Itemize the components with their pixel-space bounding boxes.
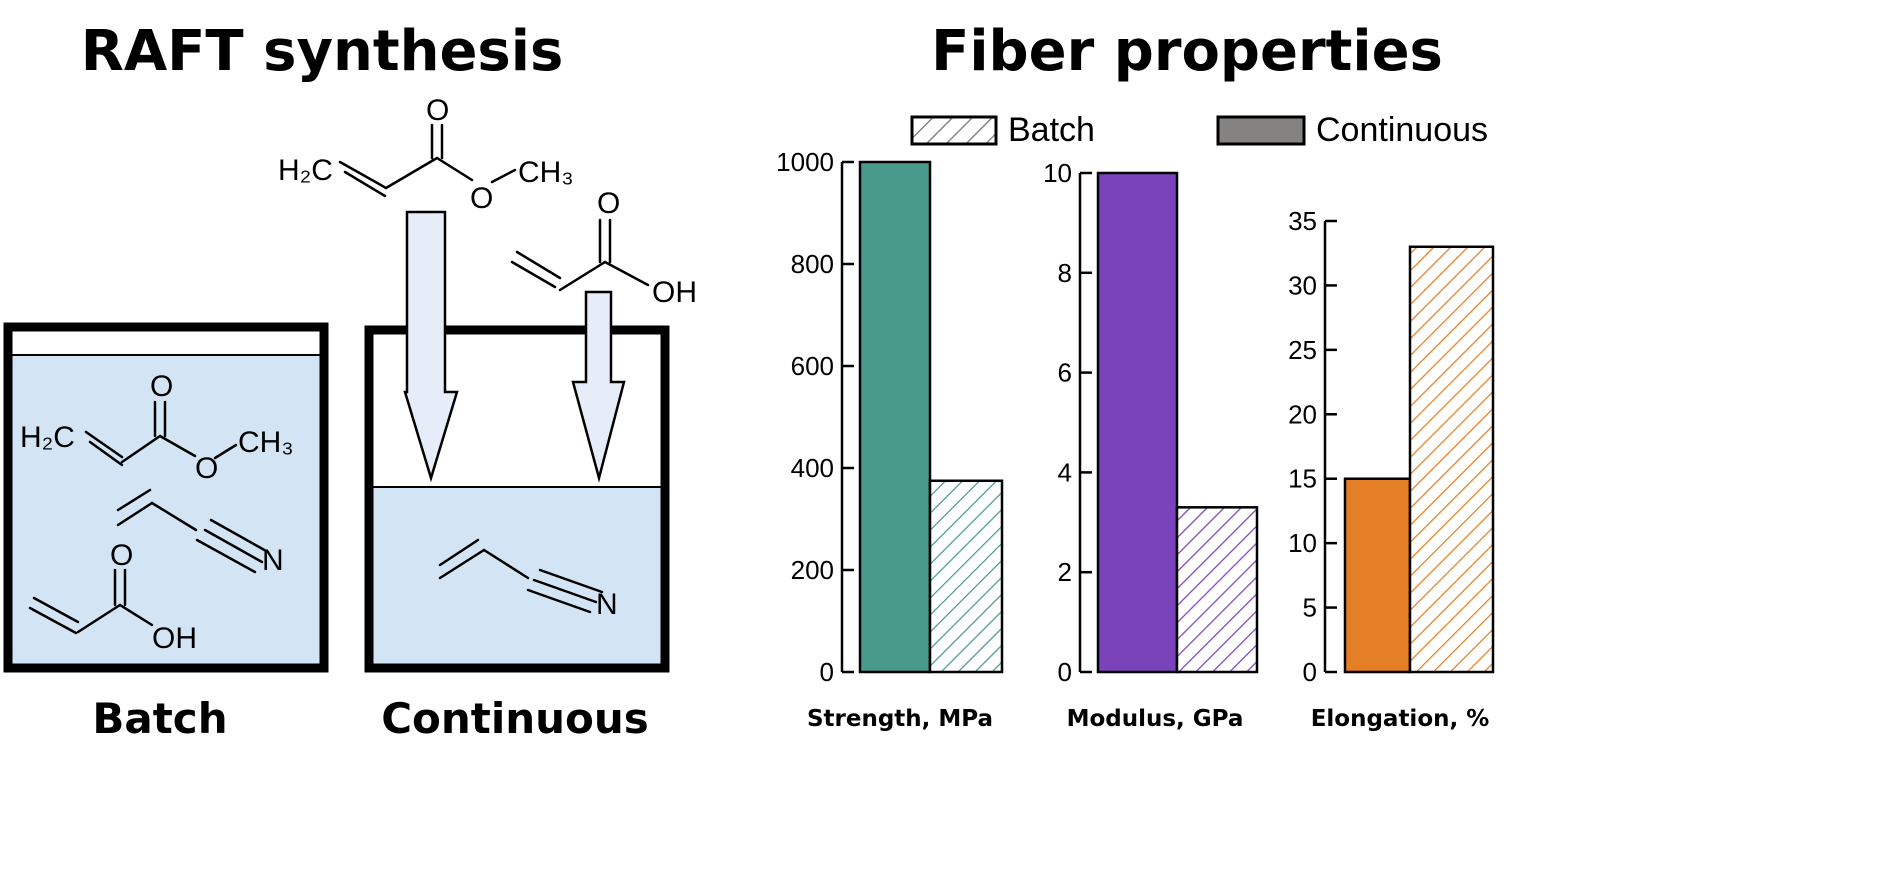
y-tick-label: 0 — [1303, 657, 1317, 687]
y-tick-label: 400 — [791, 453, 834, 483]
legend-swatch-batch — [910, 115, 998, 146]
atom-o: O — [110, 539, 133, 572]
y-tick-label: 200 — [791, 555, 834, 585]
feed-arrow-acrylic-acid — [571, 290, 626, 483]
batch-label: Batch — [92, 694, 227, 743]
legend-swatch-continuous — [1216, 115, 1306, 146]
atom-o: O — [597, 187, 620, 220]
bar-batch — [1175, 506, 1259, 674]
bar-continuous — [1096, 171, 1179, 674]
batch-reactor: H₂C O O CH₃ N O OH — [3, 322, 329, 673]
legend-label-continuous: Continuous — [1316, 111, 1488, 149]
y-tick-label: 10 — [1288, 528, 1317, 558]
y-tick-label: 35 — [1288, 206, 1317, 236]
continuous-reactor: N — [364, 325, 670, 673]
feed-arrow-methyl-acrylate — [403, 210, 459, 483]
y-tick-label: 800 — [791, 249, 834, 279]
y-tick-label: 30 — [1288, 270, 1317, 300]
atom-oh: OH — [652, 276, 697, 309]
y-tick-label: 10 — [1043, 158, 1072, 188]
acrylic-acid-top: O OH — [510, 187, 697, 309]
methyl-acrylate-top: H₂C O O CH₃ — [278, 94, 574, 215]
atom-h2c: H₂C — [278, 154, 333, 187]
y-tick-label: 25 — [1288, 335, 1317, 365]
legend: Batch Continuous — [910, 111, 1488, 149]
atom-oh: OH — [152, 622, 197, 655]
atom-o: O — [470, 182, 493, 215]
x-axis-label: Elongation, % — [1311, 706, 1490, 732]
fiber-properties-title: Fiber properties — [931, 19, 1443, 84]
y-tick-label: 15 — [1288, 464, 1317, 494]
y-tick-label: 2 — [1058, 557, 1072, 587]
atom-o: O — [426, 94, 449, 127]
bar-batch — [1408, 245, 1495, 674]
y-tick-label: 20 — [1288, 399, 1317, 429]
raft-synthesis-title: RAFT synthesis — [81, 19, 564, 84]
bar-continuous — [1343, 477, 1412, 674]
atom-n: N — [262, 544, 284, 577]
bar-continuous — [858, 160, 932, 674]
y-tick-label: 5 — [1303, 593, 1317, 623]
y-tick-label: 1000 — [776, 147, 834, 177]
legend-label-batch: Batch — [1008, 111, 1095, 149]
y-tick-label: 0 — [820, 657, 834, 687]
atom-n: N — [596, 588, 618, 621]
y-tick-label: 8 — [1058, 258, 1072, 288]
atom-ch3: CH₃ — [238, 426, 294, 459]
y-tick-label: 0 — [1058, 657, 1072, 687]
atom-o: O — [195, 452, 218, 485]
x-axis-label: Modulus, GPa — [1067, 706, 1244, 732]
continuous-label: Continuous — [381, 694, 649, 743]
atom-h2c: H₂C — [20, 421, 75, 454]
y-tick-label: 4 — [1058, 457, 1072, 487]
atom-ch3: CH₃ — [518, 156, 574, 189]
y-tick-label: 6 — [1058, 358, 1072, 388]
x-axis-label: Strength, MPa — [807, 706, 993, 732]
bar-batch — [928, 479, 1004, 674]
y-tick-label: 600 — [791, 351, 834, 381]
atom-o: O — [150, 370, 173, 403]
